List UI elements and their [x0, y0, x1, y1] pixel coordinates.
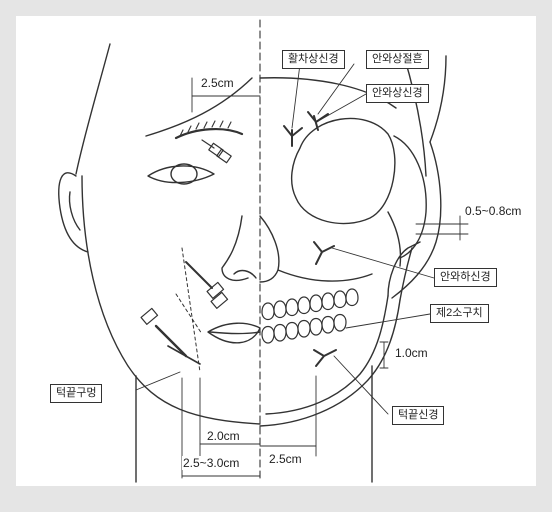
mental-nerve-mark — [314, 350, 336, 366]
measure-0-5-0-8cm: 0.5~0.8cm — [464, 204, 522, 218]
diagram-panel: 활차상신경 안와상절흔 안와상신경 안와하신경 제2소구치 턱끝신경 턱끝구멍 … — [16, 16, 536, 486]
supratrochlear-marker-face — [202, 140, 231, 163]
label-supraorbital-nerve: 안와상신경 — [366, 84, 429, 103]
eyebrow — [176, 129, 242, 138]
measure-1-0cm: 1.0cm — [394, 346, 429, 360]
supraorbital-nerve-mark — [308, 112, 328, 130]
label-mental-nerve: 턱끝신경 — [392, 406, 444, 425]
upper-teeth — [262, 289, 358, 320]
label-mental-foramen: 턱끝구멍 — [50, 384, 102, 403]
label-infraorbital-nerve: 안와하신경 — [434, 268, 497, 287]
measure-lower-right-2-5cm: 2.5cm — [268, 452, 303, 466]
label-supraorbital-notch: 안와상절흔 — [366, 50, 429, 69]
lower-teeth — [262, 315, 346, 344]
face-skull-illustration — [16, 16, 536, 486]
measure-top-2-5cm: 2.5cm — [200, 76, 235, 90]
orbit — [292, 118, 395, 223]
label-second-premolar: 제2소구치 — [430, 304, 489, 323]
infraorbital-nerve-mark — [314, 242, 334, 264]
supratrochlear-nerve-mark — [284, 126, 302, 146]
mandible — [260, 300, 400, 426]
measure-2-0cm: 2.0cm — [206, 429, 241, 443]
label-supratrochlear-nerve: 활차상신경 — [282, 50, 345, 69]
mental-marker-face — [141, 308, 186, 356]
measure-2-5-3-0cm: 2.5~3.0cm — [182, 456, 240, 470]
face-half — [59, 44, 260, 482]
eye — [148, 166, 214, 183]
